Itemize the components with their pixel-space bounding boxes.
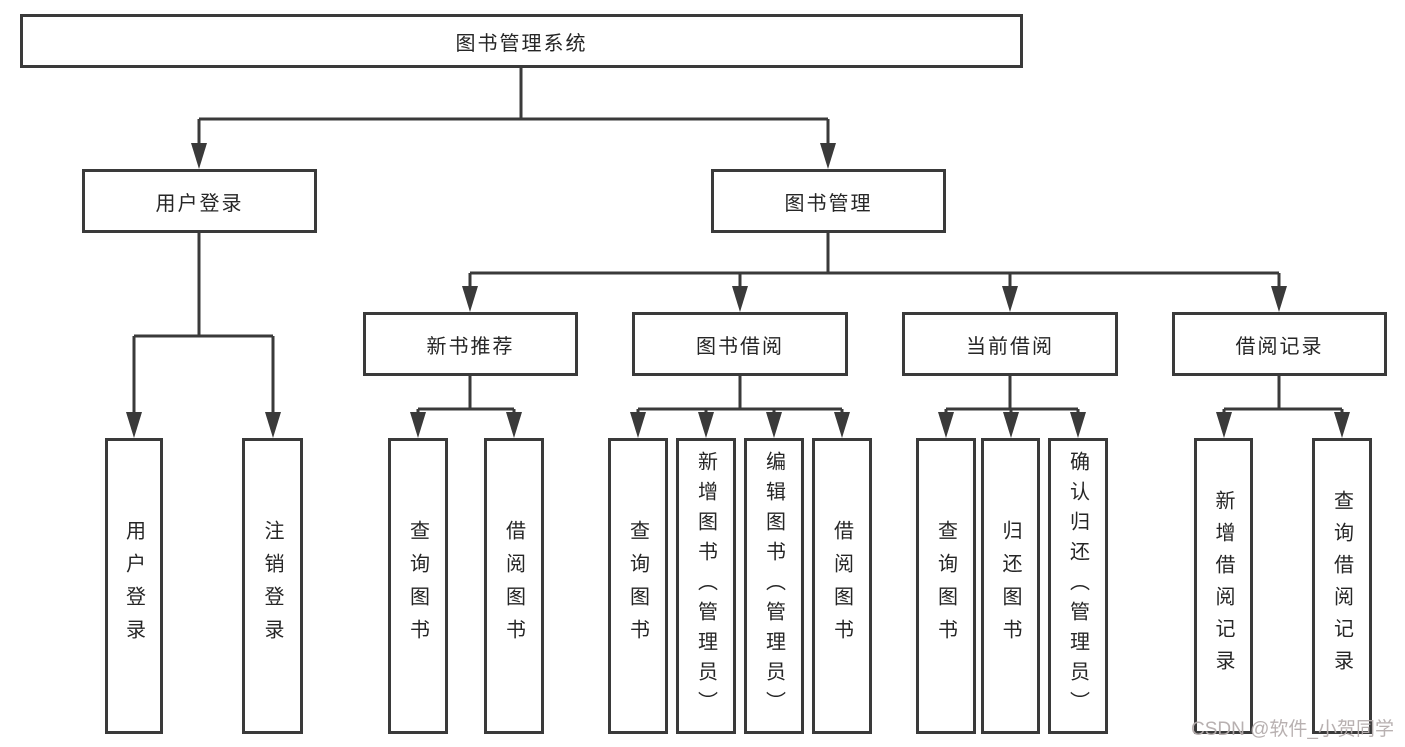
arrow-down-icon <box>1070 412 1086 438</box>
leaf-logout-label: 注销登录 <box>261 520 283 652</box>
arrow-down-icon <box>766 412 782 438</box>
leaf-confirm-return-admin: 确认归还（管理员） <box>1048 438 1108 734</box>
connector-new-book-recommend <box>416 376 516 415</box>
arrow-down-icon <box>1002 286 1018 312</box>
leaf-add-book-admin-label: 新增图书（管理员） <box>694 451 717 721</box>
arrow-down-icon <box>698 412 714 438</box>
arrowheads <box>126 143 1350 438</box>
arrow-down-icon <box>126 412 142 438</box>
leaf-confirm-return-admin-label: 确认归还（管理员） <box>1066 451 1089 721</box>
leaf-user-login: 用户登录 <box>105 438 163 734</box>
leaf-logout: 注销登录 <box>242 438 303 734</box>
leaf-query-borrow-record: 查询借阅记录 <box>1312 438 1372 734</box>
node-current-borrow: 当前借阅 <box>902 312 1118 376</box>
arrow-down-icon <box>1216 412 1232 438</box>
leaf-return-book: 归还图书 <box>981 438 1040 734</box>
node-user-login-label: 用户登录 <box>155 192 244 215</box>
node-root: 图书管理系统 <box>20 14 1023 68</box>
node-new-book-recommend-label: 新书推荐 <box>426 335 515 358</box>
connector-book-management <box>468 233 1281 290</box>
leaf-return-book-label: 归还图书 <box>999 520 1021 652</box>
leaf-borrow-books-recommend-label: 借阅图书 <box>502 520 525 652</box>
arrow-down-icon <box>462 286 478 312</box>
connector-book-borrow <box>636 376 844 415</box>
node-book-management-label: 图书管理 <box>784 192 873 215</box>
arrow-down-icon <box>410 412 426 438</box>
leaf-query-books-current-label: 查询图书 <box>934 520 957 652</box>
leaf-borrow-books-recommend: 借阅图书 <box>484 438 544 734</box>
leaf-add-book-admin: 新增图书（管理员） <box>676 438 736 734</box>
arrow-down-icon <box>506 412 522 438</box>
leaf-borrow-books-2-label: 借阅图书 <box>830 520 853 652</box>
connector-borrow-records <box>1222 376 1344 415</box>
arrow-down-icon <box>1271 286 1287 312</box>
node-user-login: 用户登录 <box>82 169 317 233</box>
arrow-down-icon <box>191 143 207 169</box>
leaf-borrow-books-2: 借阅图书 <box>812 438 872 734</box>
leaf-add-borrow-record: 新增借阅记录 <box>1194 438 1253 734</box>
arrow-down-icon <box>265 412 281 438</box>
connector-current-borrow <box>944 376 1080 415</box>
leaf-query-books-borrow: 查询图书 <box>608 438 668 734</box>
node-book-management: 图书管理 <box>711 169 946 233</box>
connector-root <box>197 68 830 147</box>
arrow-down-icon <box>938 412 954 438</box>
leaf-query-books-borrow-label: 查询图书 <box>626 520 649 652</box>
node-book-borrow: 图书借阅 <box>632 312 848 376</box>
leaf-query-borrow-record-label: 查询借阅记录 <box>1330 490 1353 682</box>
leaf-user-login-label: 用户登录 <box>122 520 145 652</box>
connector-user-login <box>132 233 275 415</box>
leaf-query-books-current: 查询图书 <box>916 438 976 734</box>
arrow-down-icon <box>630 412 646 438</box>
node-new-book-recommend: 新书推荐 <box>363 312 578 376</box>
node-borrow-records: 借阅记录 <box>1172 312 1387 376</box>
leaf-query-books-recommend-label: 查询图书 <box>406 520 429 652</box>
leaf-add-borrow-record-label: 新增借阅记录 <box>1212 490 1234 682</box>
watermark: CSDN @软件_小贺同学 <box>1191 719 1394 740</box>
node-borrow-records-label: 借阅记录 <box>1235 335 1324 358</box>
arrow-down-icon <box>1003 412 1019 438</box>
node-current-borrow-label: 当前借阅 <box>966 335 1054 358</box>
leaf-edit-book-admin-label: 编辑图书（管理员） <box>762 451 785 721</box>
leaf-edit-book-admin: 编辑图书（管理员） <box>744 438 804 734</box>
arrow-down-icon <box>834 412 850 438</box>
arrow-down-icon <box>1334 412 1350 438</box>
node-root-label: 图书管理系统 <box>455 32 588 55</box>
leaf-query-books-recommend: 查询图书 <box>388 438 448 734</box>
arrow-down-icon <box>732 286 748 312</box>
node-book-borrow-label: 图书借阅 <box>696 335 784 358</box>
arrow-down-icon <box>820 143 836 169</box>
